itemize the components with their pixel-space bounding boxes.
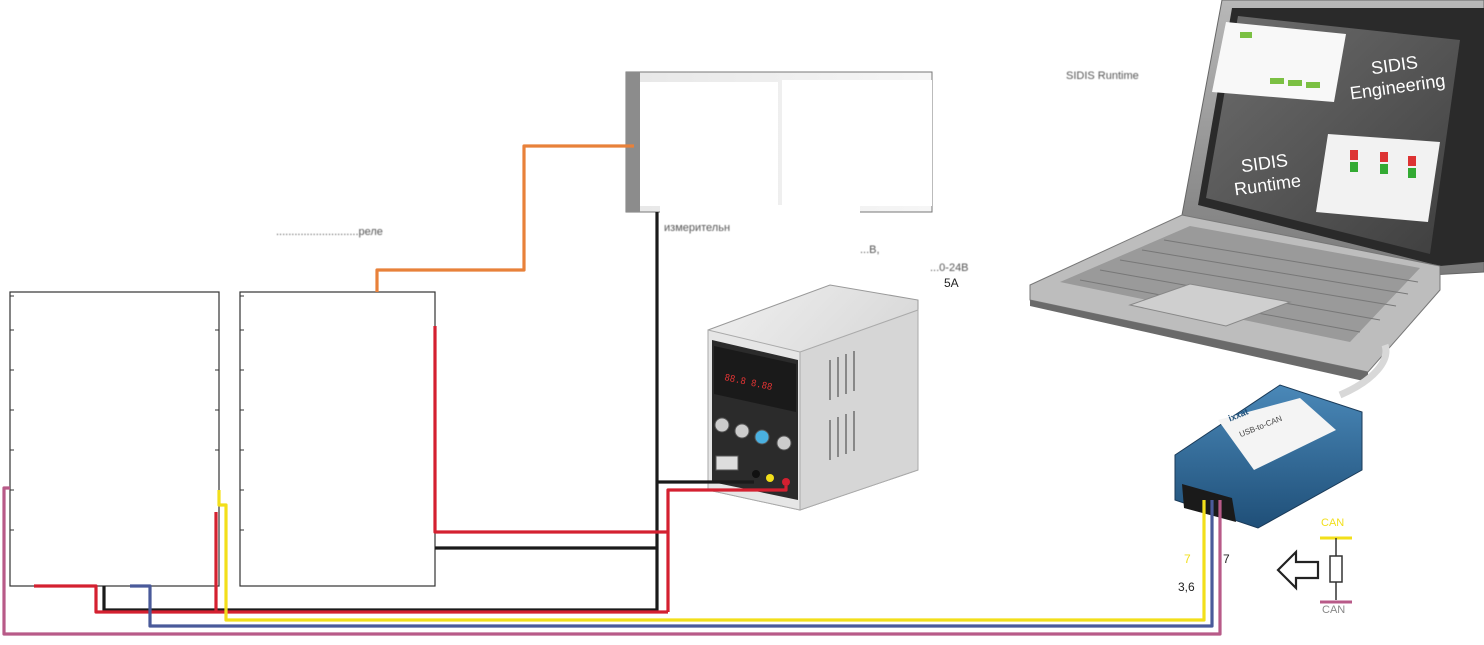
pin-label-left: 7 xyxy=(1184,552,1191,566)
wire-red-psu xyxy=(666,486,788,612)
power-supply: 88.8 8.88 xyxy=(707,284,919,511)
faded-relay-label: ...........................реле xyxy=(276,226,383,238)
faded-meter-label: измерительн xyxy=(664,222,731,234)
can-low-label: CAN xyxy=(1322,604,1346,616)
wire-red-relay xyxy=(433,326,668,534)
psu-current-label: 5A xyxy=(944,276,959,290)
wire-red-bottom xyxy=(34,584,668,614)
can-high-label: CAN xyxy=(1321,517,1345,529)
caption-sidis-runtime: SIDIS Runtime xyxy=(1066,70,1139,82)
faded-psu-range-label: ...В, xyxy=(860,244,880,256)
wire-blue xyxy=(130,500,1214,628)
faded-psu-voltage-label: ...0-24В xyxy=(930,262,969,274)
pin-label-bottom: 3,6 xyxy=(1178,580,1195,594)
usb-can-interface xyxy=(1174,343,1390,529)
arrow-left-icon xyxy=(1276,549,1320,591)
pin-label-right: 7 xyxy=(1223,552,1230,566)
relay-module xyxy=(239,291,436,587)
measuring-device xyxy=(625,71,933,217)
wire-yellow xyxy=(217,490,1206,622)
wire-black-meter xyxy=(102,212,659,612)
wire-orange xyxy=(375,144,634,292)
termination-resistor xyxy=(1320,536,1352,604)
controller-module-left xyxy=(9,291,220,587)
laptop xyxy=(1029,0,1484,382)
wire-pink xyxy=(2,486,1222,636)
